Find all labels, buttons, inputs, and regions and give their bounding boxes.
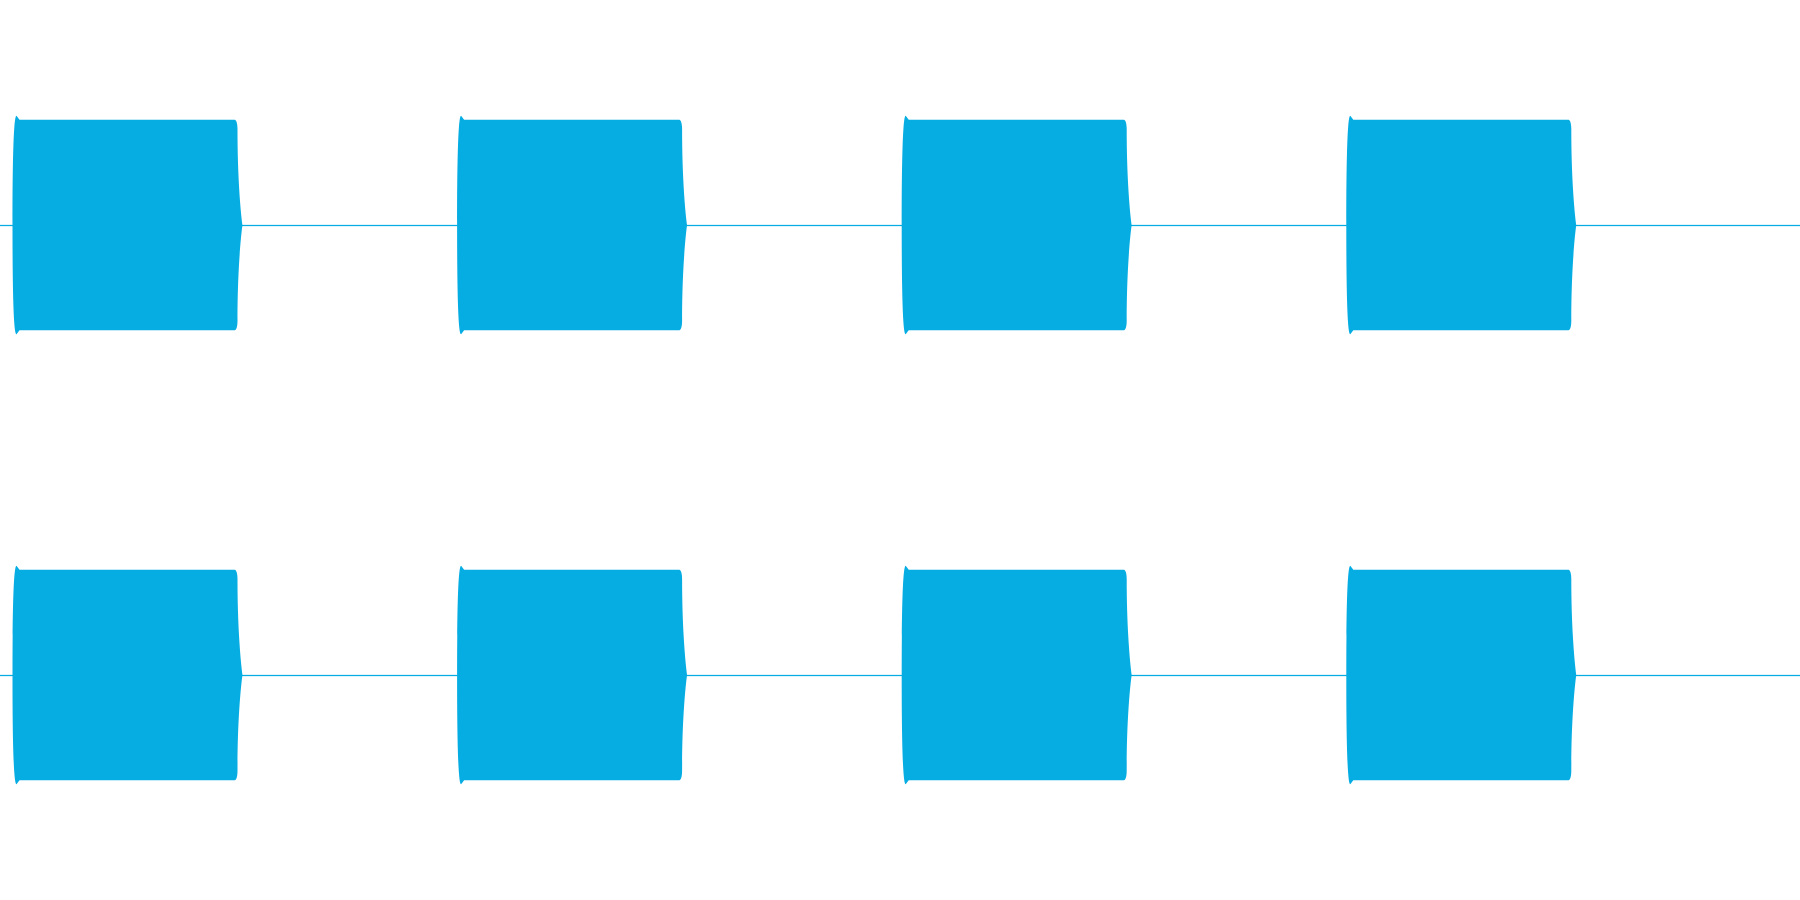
audio-burst[interactable] <box>901 565 1132 785</box>
audio-burst[interactable] <box>1346 115 1577 335</box>
audio-burst[interactable] <box>457 565 688 785</box>
audio-burst[interactable] <box>1346 565 1577 785</box>
channel-2[interactable] <box>0 565 1800 785</box>
audio-burst[interactable] <box>901 115 1132 335</box>
audio-burst[interactable] <box>12 115 243 335</box>
channel-1[interactable] <box>0 115 1800 335</box>
audio-burst[interactable] <box>12 565 243 785</box>
audio-burst[interactable] <box>457 115 688 335</box>
